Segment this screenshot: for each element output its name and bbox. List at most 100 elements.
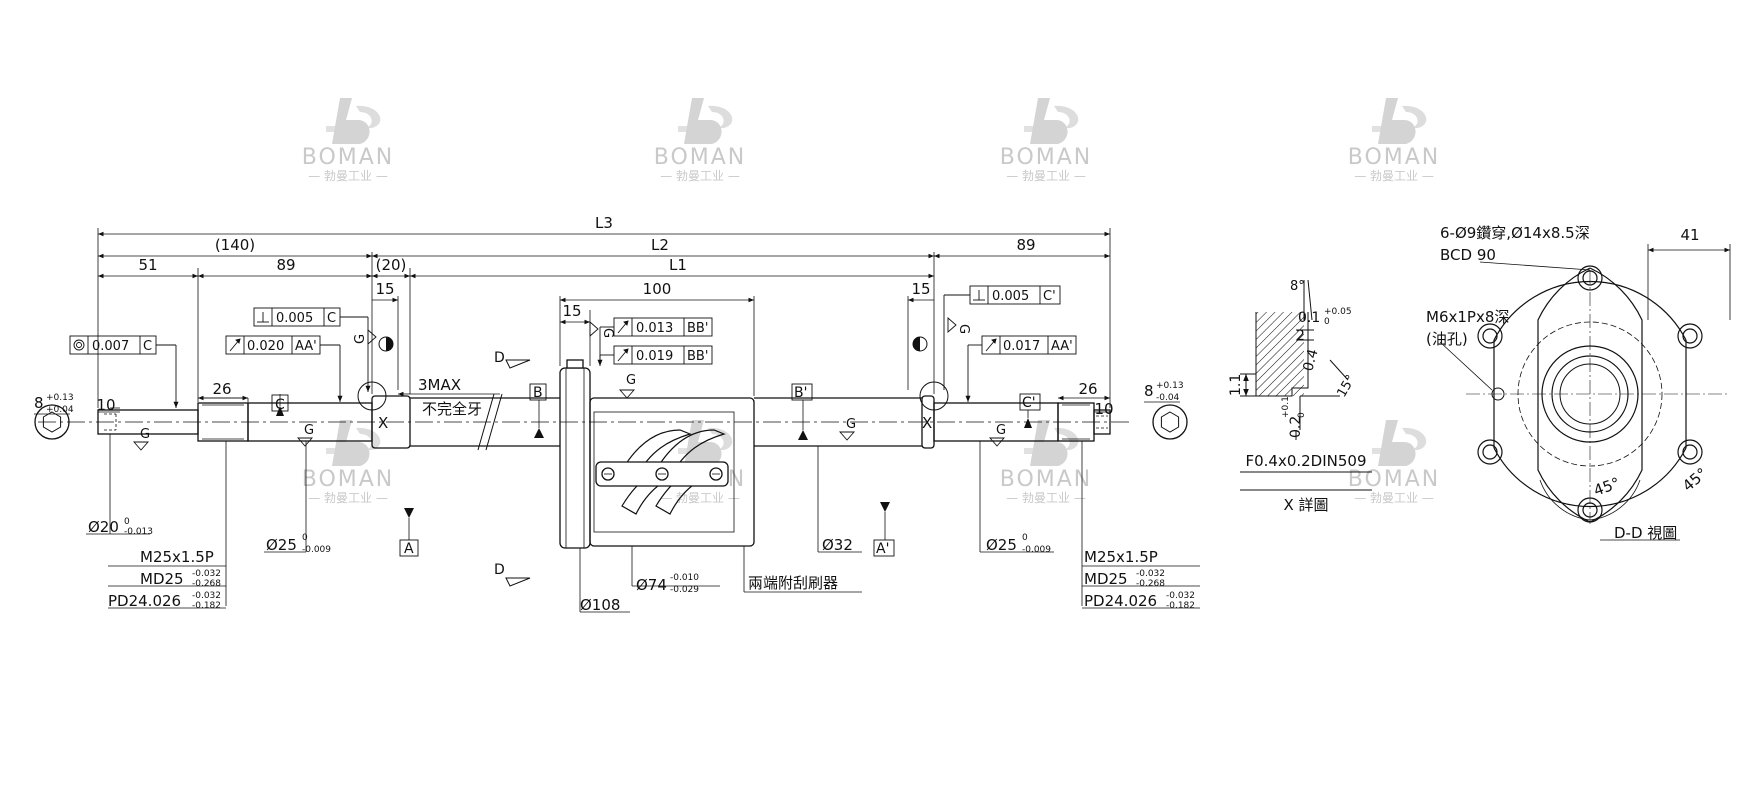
dim-26-left: 26 <box>212 380 231 398</box>
dia-25-left-callout: Ø25 0 -0.009 <box>266 533 331 555</box>
tol-nut-2-datum: BB' <box>687 349 708 364</box>
tol-nut-1-datum: BB' <box>687 321 708 336</box>
tol-concentricity-datum: C <box>143 339 152 354</box>
section-marker-d-bottom: D <box>494 562 531 587</box>
datum-bp-box: B' <box>791 383 813 440</box>
detail-x-bottom-upper: +0.1 <box>1281 396 1291 418</box>
boman-logo-icon <box>326 98 381 144</box>
tol-nut-runout-1: 0.013 BB' <box>597 317 713 366</box>
wiper-note: 兩端附刮刷器 <box>748 574 838 592</box>
mount-hole <box>1577 497 1603 523</box>
break-line <box>485 393 503 451</box>
thread-left-md-lower: -0.268 <box>192 579 221 589</box>
thread-right-callout: M25x1.5P MD25 -0.032 -0.268 PD24.026 -0.… <box>1084 548 1195 611</box>
dim-26-right: 26 <box>1078 380 1097 398</box>
watermark-brand: BOMAN <box>654 145 747 170</box>
tol-nut-runout-2: 0.019 BB' <box>599 345 713 366</box>
dia-74-label: Ø74 <box>636 576 667 594</box>
dia-25-right-callout: Ø25 0 -0.009 <box>986 533 1051 555</box>
grind-label: G <box>600 328 615 338</box>
label-d-bottom: D <box>494 562 505 578</box>
thread-left-pd: PD24.026 <box>108 592 181 610</box>
roundness-symbol-left <box>378 336 394 352</box>
dia-20-label: Ø20 <box>88 518 119 536</box>
dd-view <box>1439 244 1731 541</box>
watermark-subtitle: — 勃曼工业 — <box>1006 491 1086 505</box>
dia-25-right-upper: 0 <box>1022 533 1028 543</box>
grind-mark: G <box>297 423 314 447</box>
thread-right-pd: PD24.026 <box>1084 592 1157 610</box>
tol-concentricity-value: 0.007 <box>92 339 129 354</box>
dia-74-upper: -0.010 <box>670 573 699 583</box>
hex-dim-right: 8 +0.13 -0.04 <box>1144 381 1184 403</box>
watermark-subtitle: — 勃曼工业 — <box>1006 169 1086 183</box>
grind-label: G <box>996 423 1006 438</box>
mount-hole <box>1577 265 1603 291</box>
detail-x-depth: 0.1 <box>1298 310 1320 326</box>
dim-15-flange: 15 <box>562 302 581 320</box>
dd-oil-hole-note: (油孔) <box>1426 330 1468 348</box>
detail-x-title: X 詳圖 <box>1283 496 1328 514</box>
watermark-subtitle: — 勃曼工业 — <box>308 491 388 505</box>
roundness-symbol-right <box>912 336 928 352</box>
datum-boxes: C C' A A' B B' <box>271 383 1041 557</box>
watermark-brand: BOMAN <box>302 145 395 170</box>
thread-left-callout: M25x1.5P MD25 -0.032 -0.268 PD24.026 -0.… <box>108 548 221 611</box>
thread-right-md-upper: -0.032 <box>1136 569 1165 579</box>
thread-right-md-lower: -0.268 <box>1136 579 1165 589</box>
journal-right <box>1093 409 1111 435</box>
tol-perp-c-datum: C <box>327 311 336 326</box>
dim-20: (20) <box>376 256 407 274</box>
dia-108-label: Ø108 <box>580 596 620 614</box>
nut-flange <box>559 367 591 549</box>
dia-25-left-lower: -0.009 <box>302 545 331 555</box>
detail-x-relief-note: F0.4x0.2DIN509 <box>1245 452 1366 470</box>
dim-l3: L3 <box>595 214 613 232</box>
datum-cp-label: C' <box>1022 395 1036 411</box>
datum-a-box: A <box>399 508 419 557</box>
grind-label: G <box>304 423 314 438</box>
datum-c-box: C <box>271 394 289 413</box>
watermark-subtitle: — 勃曼工业 — <box>1354 491 1434 505</box>
detail-x-radius: 0.4 <box>1300 347 1321 373</box>
label-x-left: X <box>378 414 388 432</box>
thread-left-pd-lower: -0.182 <box>192 601 221 611</box>
oil-hole <box>1491 387 1505 401</box>
grind-label: G <box>846 417 856 432</box>
boman-logo-icon <box>678 98 733 144</box>
dim-100: 100 <box>643 280 672 298</box>
hex-size-right: 8 <box>1144 382 1154 400</box>
hex-tol-upper-right: +0.13 <box>1156 381 1184 391</box>
dia-32-callout: Ø32 <box>822 536 853 554</box>
tol-runout-right-value: 0.017 <box>1003 339 1040 354</box>
boman-logo-icon <box>1024 420 1079 466</box>
grind-label: G <box>626 373 636 388</box>
dia-20-upper: 0 <box>124 517 130 527</box>
datum-ap-label: A' <box>876 541 889 557</box>
label-x-right: X <box>922 414 932 432</box>
hex-tol-upper-left: +0.13 <box>46 393 74 403</box>
thread-left-md-upper: -0.032 <box>192 569 221 579</box>
break-line <box>477 393 495 451</box>
wiper-note-callout: 兩端附刮刷器 <box>748 574 838 592</box>
right-end-view <box>1152 404 1188 440</box>
mount-hole <box>1677 323 1703 349</box>
incomplete-thread-dim: 3MAX <box>418 376 461 394</box>
watermark-group: BOMAN — 勃曼工业 — BOMAN — 勃曼工业 — BOMAN — 勃曼… <box>302 98 1441 505</box>
watermark: BOMAN — 勃曼工业 — <box>1000 98 1090 183</box>
detail-x-depth-upper: +0.05 <box>1324 307 1352 317</box>
watermark: BOMAN — 勃曼工业 — <box>1348 98 1438 183</box>
tol-perp-c-value: 0.005 <box>276 311 313 326</box>
hex-size-left: 8 <box>34 394 44 412</box>
thread-right-pd-upper: -0.032 <box>1166 591 1195 601</box>
watermark: BOMAN — 勃曼工业 — <box>302 98 395 183</box>
boman-logo-icon <box>1024 98 1079 144</box>
flange-outline-left <box>1537 267 1591 523</box>
tol-perp-cp-datum: C' <box>1043 289 1056 304</box>
dim-89-left: 89 <box>276 256 295 274</box>
detail-x-angle-8: 8° <box>1290 279 1305 294</box>
nut-body <box>589 397 755 547</box>
watermark-brand: BOMAN <box>1348 467 1441 492</box>
left-end-view <box>34 404 70 440</box>
tol-runout-right: 0.017 AA' <box>965 335 1077 402</box>
